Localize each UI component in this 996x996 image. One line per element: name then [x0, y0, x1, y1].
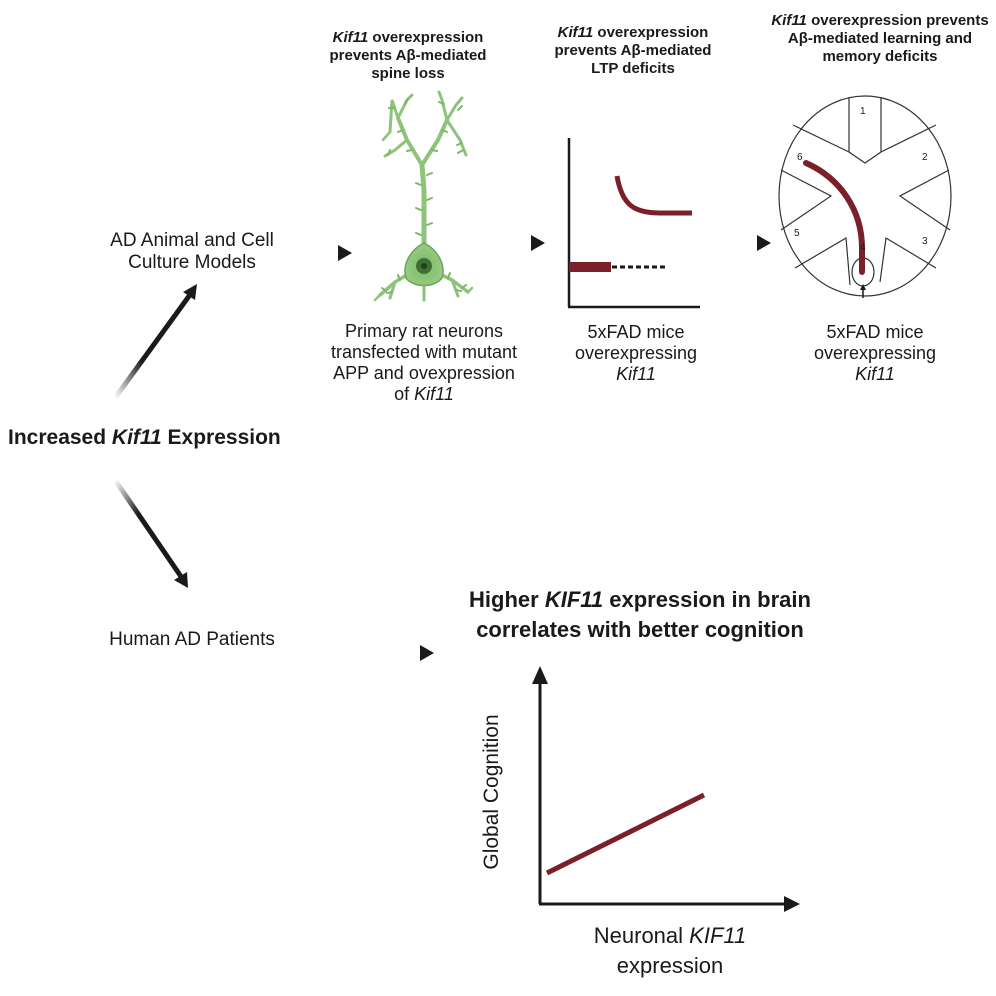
panel-ltp-cap-l1: 5xFAD mice [587, 322, 685, 342]
ltp-potentiation-curve [614, 175, 692, 216]
human-y-axis-arrow [532, 666, 548, 684]
panel-ltp-title: Kif11 overexpression prevents Aβ-mediate… [543, 24, 723, 78]
panel-neuron-title-gene: Kif11 [332, 29, 369, 46]
human-chart-title-post: expression in brain [603, 587, 811, 612]
panel-maze-cap-l3-gene: Kif11 [855, 364, 895, 384]
root-label-gene: Kif11 [111, 426, 162, 449]
panel-neuron-caption: Primary rat neurons transfected with mut… [304, 321, 544, 405]
neuron-illustration [373, 90, 474, 302]
human-x-axis-arrow [784, 896, 800, 912]
panel-neuron-cap-l1: Primary rat neurons [344, 321, 504, 341]
human-chart-title: Higher KIF11 expression in brain correla… [440, 585, 840, 645]
human-trend-line [545, 792, 706, 876]
panel-ltp-title-gene: Kif11 [557, 24, 594, 41]
maze-arm-label-2: 2 [922, 152, 928, 163]
human-chart-title-l2: correlates with better cognition [476, 617, 804, 642]
maze-path-trace [803, 160, 865, 275]
panel-ltp-title-l3: LTP deficits [591, 60, 675, 77]
panel-ltp-caption: 5xFAD mice overexpressing Kif11 [551, 322, 721, 385]
panel-maze-cap-l1: 5xFAD mice [826, 322, 924, 342]
panel-maze-title: Kif11 overexpression prevents Aβ-mediate… [768, 12, 992, 66]
arrow-root-to-patients [112, 478, 188, 588]
human-chart-xlabel: Neuronal KIF11 expression [560, 921, 780, 981]
panel-neuron-cap-l4-gene: Kif11 [414, 384, 454, 404]
panel-ltp-cap-l2: overexpressing [574, 343, 698, 363]
maze-arm-1-walls [848, 97, 882, 164]
human-chart-title-gene: KIF11 [544, 587, 604, 612]
maze-arm-wall-2-3 [898, 169, 951, 231]
maze-arm-wall-5 [794, 236, 851, 286]
panel-maze-title-l1: overexpression prevents [806, 12, 989, 29]
arrow-neuron-to-ltp [464, 235, 545, 251]
root-label: Increased Kif11 Expression [8, 426, 281, 450]
branch-models-line2: Culture Models [128, 252, 256, 273]
branch-models-line1: AD Animal and Cell [110, 230, 274, 251]
human-chart-title-pre: Higher [469, 587, 545, 612]
radial-arm-maze [778, 95, 952, 298]
ltp-plot [567, 138, 700, 309]
maze-arm-label-4: 4 [860, 242, 866, 253]
panel-neuron-cap-l3: APP and ovexpression [333, 363, 515, 383]
panel-ltp-title-l2: prevents Aβ-mediated [554, 42, 712, 59]
human-chart [532, 666, 800, 912]
maze-arm-label-5: 5 [794, 228, 800, 239]
arrow-models-to-neuron [297, 245, 352, 261]
maze-outer-ring [778, 95, 952, 297]
panel-neuron-title-l1: overexpression [368, 29, 484, 46]
panel-neuron-cap-l2: transfected with mutant [330, 342, 518, 362]
root-label-post: Expression [161, 426, 281, 449]
root-label-pre: Increased [8, 426, 112, 449]
arrow-ltp-to-maze [703, 235, 771, 251]
panel-neuron-title: Kif11 overexpression prevents Aβ-mediate… [318, 29, 498, 83]
panel-ltp-cap-l3-gene: Kif11 [616, 364, 656, 384]
panel-maze-title-gene: Kif11 [771, 12, 807, 29]
arrow-patients-to-chart [330, 645, 434, 661]
panel-neuron-title-l2: prevents Aβ-mediated [329, 47, 487, 64]
human-chart-xlabel-pre: Neuronal [593, 923, 690, 948]
panel-neuron-title-l3: spine loss [371, 65, 445, 82]
panel-maze-title-l3: memory deficits [822, 48, 938, 65]
maze-arm-wall-3 [879, 237, 937, 283]
human-chart-xlabel-l2: expression [616, 953, 724, 978]
maze-arm-label-3: 3 [922, 236, 928, 247]
branch-patients-text: Human AD Patients [109, 629, 275, 650]
branch-patients-label: Human AD Patients [92, 629, 292, 651]
panel-maze-cap-l2: overexpressing [813, 343, 937, 363]
maze-arm-label-1: 1 [860, 106, 866, 117]
branch-models-label: AD Animal and Cell Culture Models [92, 230, 292, 274]
human-chart-xlabel-gene: KIF11 [689, 923, 747, 948]
panel-neuron-cap-l4: of [394, 384, 415, 404]
panel-ltp-title-l1: overexpression [593, 24, 709, 41]
panel-maze-caption: 5xFAD mice overexpressing Kif11 [790, 322, 960, 385]
arrow-root-to-models [112, 284, 197, 400]
panel-maze-title-l2: Aβ-mediated learning and [787, 30, 973, 47]
maze-arm-wall-6-5 [780, 169, 833, 231]
maze-arm-label-6: 6 [797, 152, 803, 163]
human-chart-ylabel: Global Cognition [480, 714, 503, 870]
